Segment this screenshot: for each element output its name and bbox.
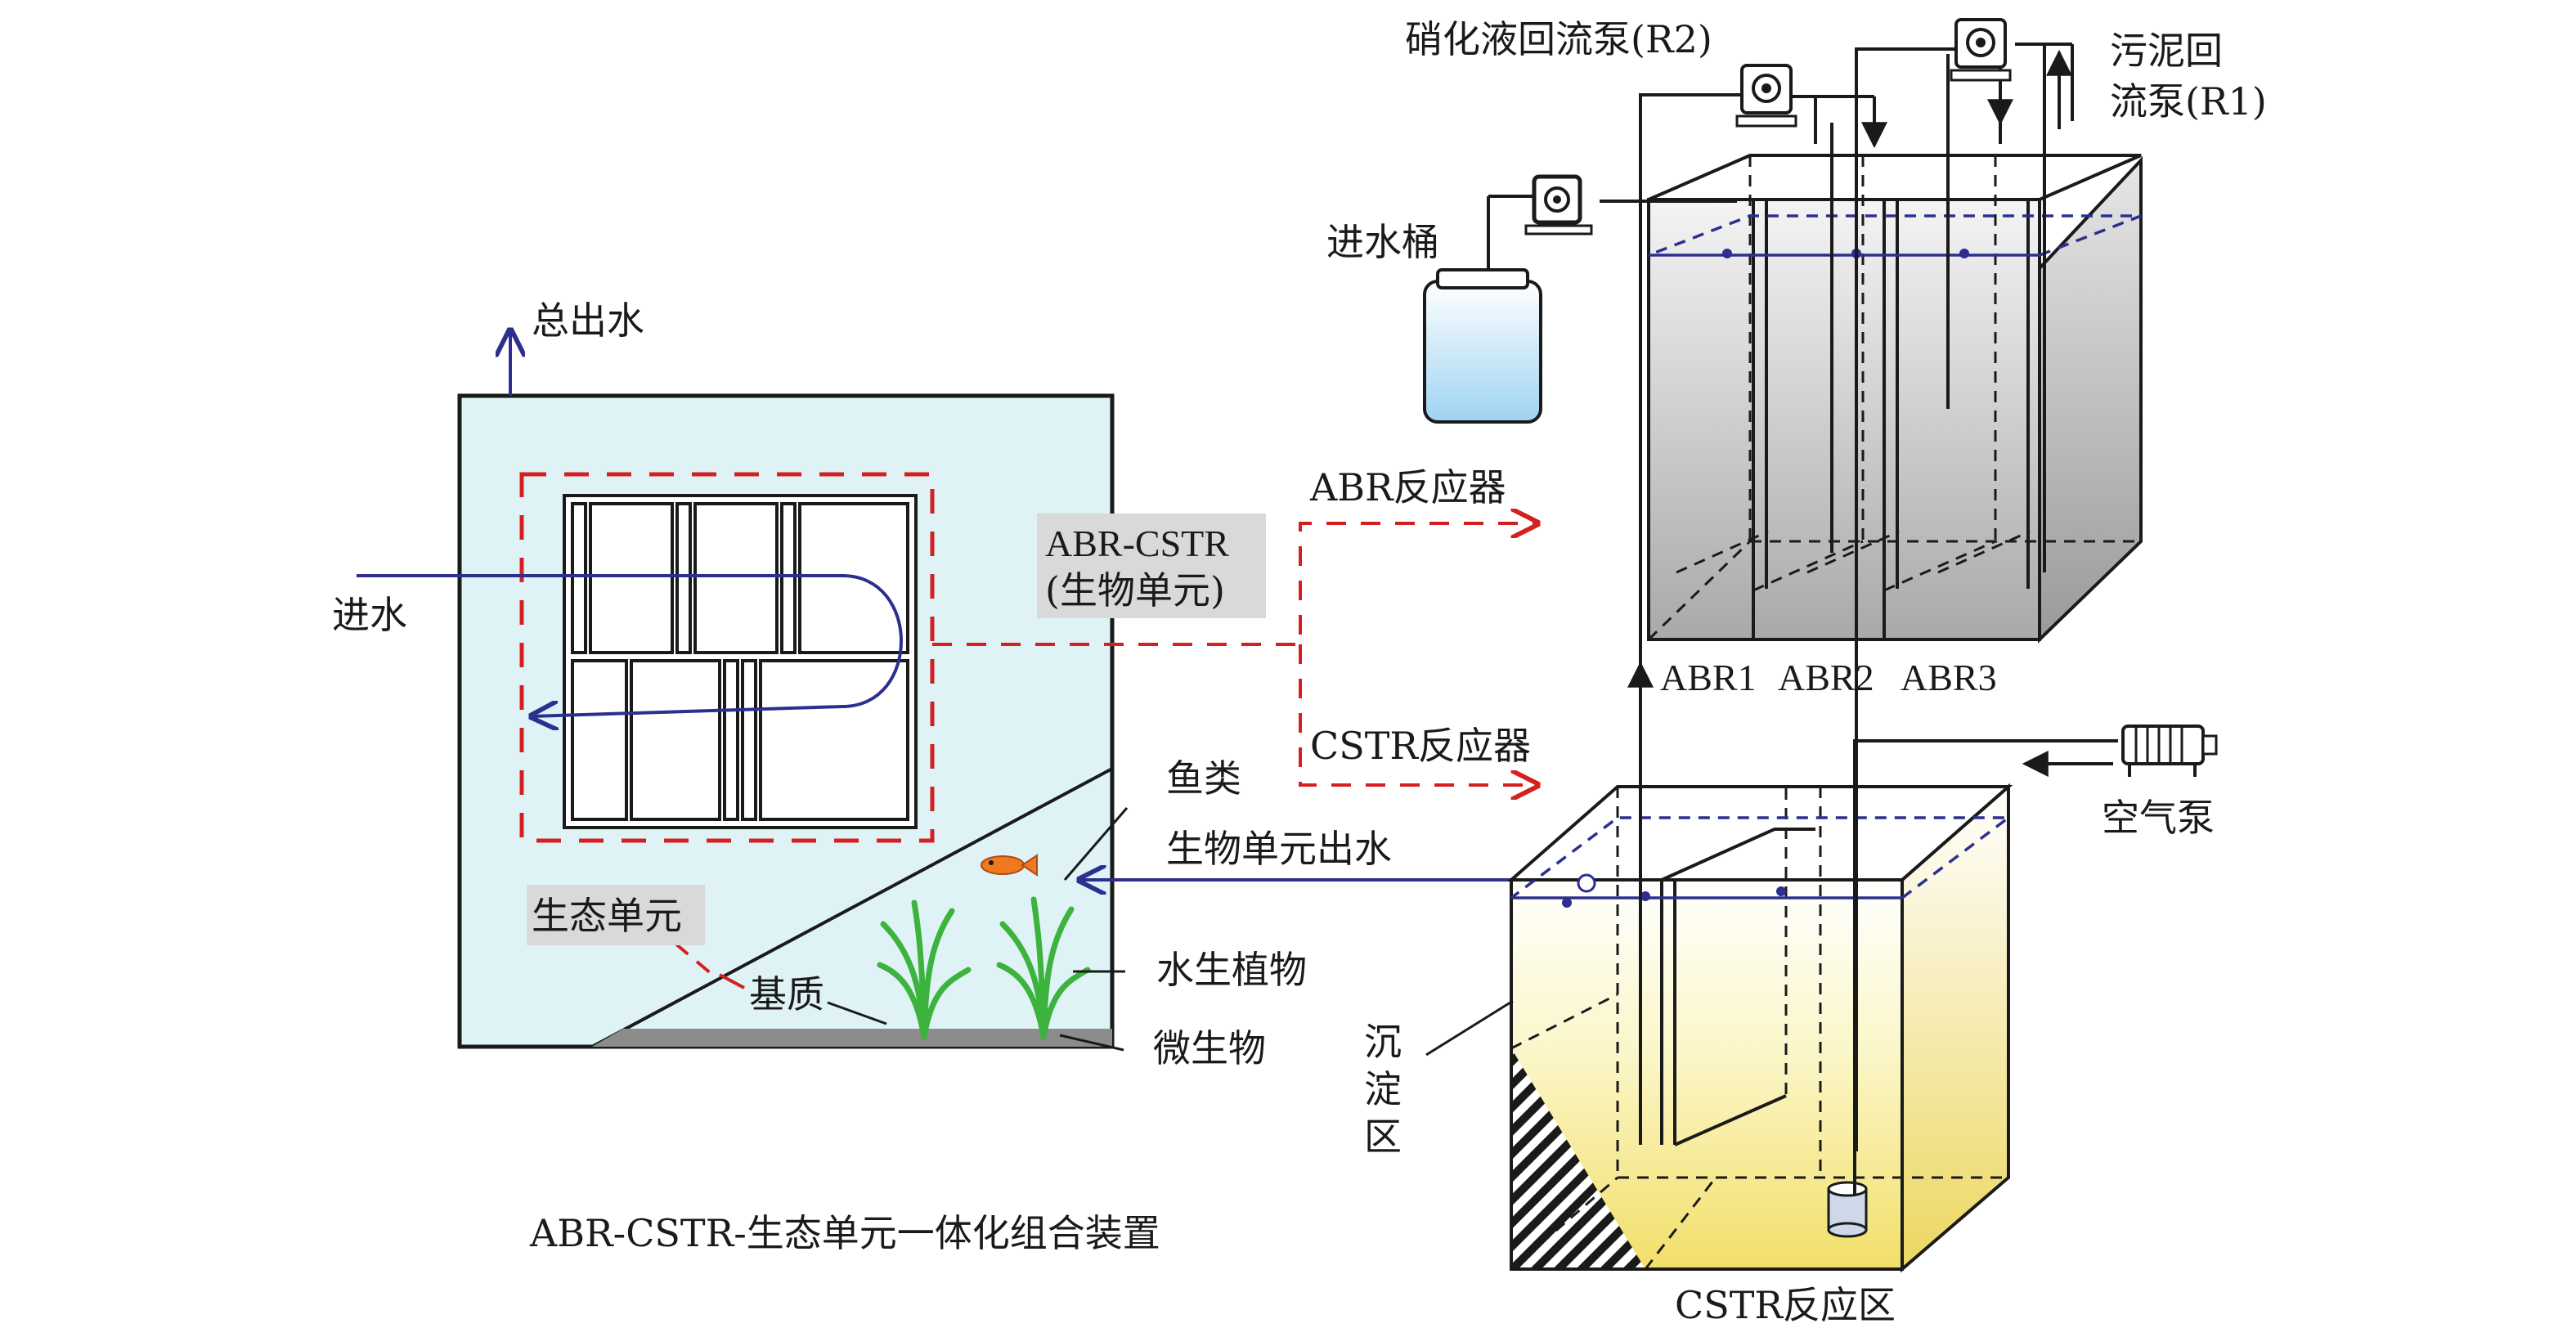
abr-side-face (2038, 155, 2143, 644)
abr3-label: ABR3 (1901, 657, 1997, 698)
eco-unit-leader (674, 942, 718, 980)
sludge-pump-label-line2: 流泵(R1) (2110, 79, 2267, 123)
eco-unit-label: 生态单元 (532, 894, 682, 938)
inlet-bucket-icon (1423, 268, 1542, 424)
air-pump-icon (2121, 725, 2218, 777)
substrate-label: 基质 (749, 972, 824, 1016)
integrated-device (357, 330, 1129, 1052)
substrate-layer (592, 1029, 1112, 1047)
inlet-pump-icon (1524, 174, 1593, 236)
cstr-reactor (1506, 783, 2013, 1273)
sedimentation-leader (1425, 999, 1514, 1057)
aquatic-plant-icon (877, 896, 1091, 1040)
eco-unit-label-bg (527, 885, 705, 945)
bio-unit-label-line2: (生物单元) (1045, 568, 1225, 612)
aerator-icon (1827, 1181, 1868, 1238)
device-title: ABR-CSTR-生态单元一体化组合装置 (529, 1211, 1160, 1255)
inflow-label: 进水 (332, 593, 407, 637)
abr-reactor (1647, 154, 2143, 644)
sludge-reflux-pump-icon (1950, 18, 2012, 82)
abr2-label: ABR2 (1778, 657, 1874, 698)
fish-label: 鱼类 (1166, 756, 1241, 801)
air-pump-label: 空气泵 (2102, 796, 2215, 840)
bio-unit-flow-path (357, 574, 903, 716)
sludge-pump-label-line1: 污泥回 (2110, 29, 2223, 73)
abr-reactor-label: ABR反应器 (1309, 465, 1506, 509)
bio-unit-outflow-label: 生物单元出水 (1166, 827, 1392, 871)
cstr-reactor-label: CSTR反应器 (1310, 724, 1531, 768)
microorganisms-label: 微生物 (1153, 1026, 1266, 1070)
sedimentation-label-2: 淀 (1364, 1067, 1402, 1111)
nitrate-pump-label: 硝化液回流泵(R2) (1405, 17, 1712, 61)
abr-front-face (1649, 200, 2040, 639)
bio-unit-connector (932, 523, 1537, 785)
nitrate-reflux-pump-icon (1735, 64, 1797, 128)
sedimentation-label-3: 区 (1364, 1115, 1402, 1159)
cstr-front-face (1511, 880, 1902, 1269)
bio-unit-label-line1: ABR-CSTR (1045, 523, 1229, 564)
abr1-label: ABR1 (1660, 657, 1757, 698)
leader-lines (827, 807, 1129, 1052)
bio-unit-boundary (519, 472, 935, 843)
eco-zone-boundary (591, 767, 1113, 1048)
fish-icon (981, 854, 1038, 877)
flow-arrows (1627, 49, 2113, 777)
bio-unit-compartments (563, 494, 918, 829)
bio-unit-label-bg (1037, 514, 1266, 618)
inlet-bucket-label: 进水桶 (1326, 220, 1439, 264)
cstr-zone-label: CSTR反应区 (1675, 1283, 1896, 1327)
cstr-hatched-zone (1511, 1048, 1645, 1269)
sedimentation-label-1: 沉 (1364, 1020, 1402, 1064)
aquatic-plants-label: 水生植物 (1156, 948, 1307, 992)
substrate-leader (719, 973, 745, 989)
abr-top-rim (1648, 154, 2142, 201)
total-outflow-label: 总出水 (532, 298, 644, 343)
